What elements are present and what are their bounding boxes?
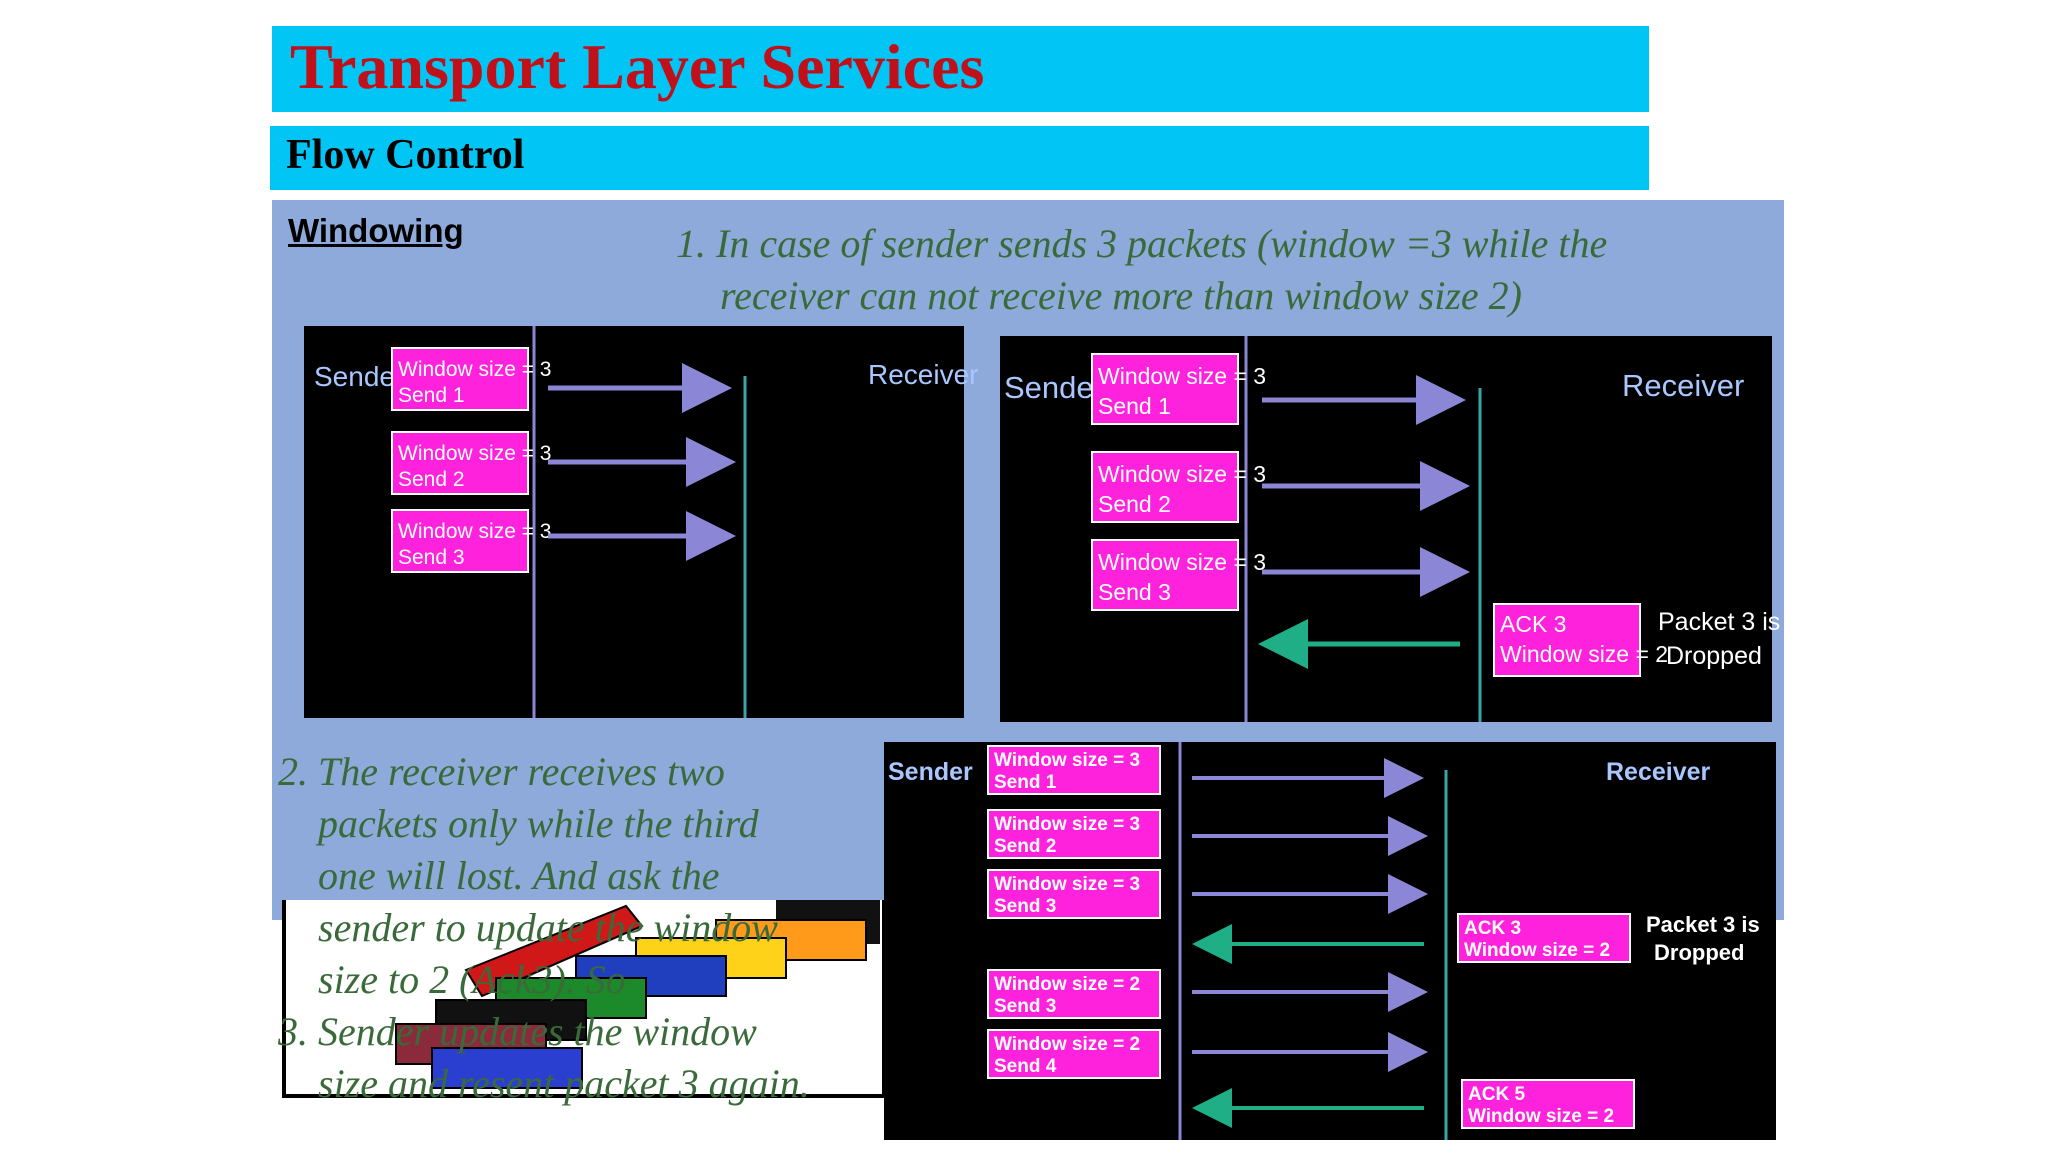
diagram-window-resend: Sender Receiver Window size = 3 Send 1 W…: [884, 742, 1776, 1140]
packet-box: Window size = 3 Send 1: [987, 745, 1161, 795]
ack-window-text: Window size = 2: [1468, 1106, 1614, 1127]
receiver-label: Receiver: [868, 359, 978, 390]
slide-subtitle: Flow Control: [286, 132, 525, 178]
packet-box: Window size = 3 Send 3: [1091, 539, 1266, 611]
packet-window-text: Window size = 3: [398, 520, 551, 543]
packet-box: Window size = 3 Send 2: [987, 809, 1161, 859]
sender-label: Sender: [888, 758, 973, 786]
point-1-text: 1. In case of sender sends 3 packets (wi…: [676, 218, 1696, 322]
diagram-2-svg: Sender Receiver Window size = 3 Send 1 W…: [1004, 336, 1780, 722]
packet-box: Window size = 3 Send 3: [391, 509, 551, 573]
staircase-svg: [395, 900, 880, 1089]
packet-window-text: Window size = 3: [1098, 363, 1266, 389]
packet-send-text: Send 3: [1098, 579, 1171, 605]
packet-window-text: Window size = 3: [398, 442, 551, 465]
dropped-note-line-2: Dropped: [1666, 642, 1762, 670]
diagram-packet-dropped: Sender Receiver Window size = 3 Send 1 W…: [1000, 336, 1780, 722]
packet-window-text: Window size = 3: [1098, 461, 1266, 487]
title-bar: Transport Layer Services: [272, 26, 1649, 112]
packet-box: Window size = 3 Send 1: [1091, 353, 1266, 425]
packet-window-text: Window size = 3: [994, 874, 1140, 895]
packet-box: Window size = 3 Send 1: [391, 347, 551, 411]
ack-box: ACK 3 Window size = 2: [1457, 913, 1631, 963]
point-3-line: size and resent packet 3 again.: [318, 1061, 810, 1106]
packet-window-text: Window size = 3: [1098, 549, 1266, 575]
packet-send-text: Send 2: [994, 836, 1056, 857]
receiver-label: Receiver: [1622, 368, 1744, 403]
packet-window-text: Window size = 3: [398, 358, 551, 381]
packet-send-text: Send 2: [398, 468, 465, 491]
packet-send-text: Send 1: [1098, 393, 1171, 419]
receiver-label: Receiver: [1606, 758, 1711, 786]
sender-label: Sender: [314, 361, 404, 392]
ack-number-text: ACK 3: [1500, 611, 1566, 637]
ack-number-text: ACK 5: [1468, 1084, 1525, 1105]
packet-send-text: Send 3: [994, 896, 1056, 917]
point-1-line-2: receiver can not receive more than windo…: [720, 273, 1522, 318]
packet-box: Window size = 3 Send 2: [391, 431, 551, 495]
point-2-line: one will lost. And ask the: [318, 853, 720, 898]
point-2-text: 2. The receiver receives two packets onl…: [278, 746, 858, 1110]
diagram-send-3-packets: Sender Receiver Window size = 3 Send 1 W…: [304, 326, 978, 718]
section-heading: Windowing: [288, 212, 464, 249]
packet-send-text: Send 1: [398, 384, 465, 407]
sender-label: Sender: [1004, 370, 1104, 405]
packet-send-text: Send 3: [994, 996, 1056, 1017]
subtitle-bar: Flow Control: [270, 126, 1649, 190]
dropped-note-line-1: Packet 3 is: [1658, 608, 1780, 636]
point-2-line: 2. The receiver receives two: [278, 749, 725, 794]
point-2-line: packets only while the third: [318, 801, 759, 846]
point-1-line-1: 1. In case of sender sends 3 packets (wi…: [676, 221, 1608, 266]
ack-number-text: ACK 3: [1464, 918, 1521, 939]
slide-title: Transport Layer Services: [290, 31, 985, 102]
packet-window-text: Window size = 2: [994, 1034, 1140, 1055]
ack-box: ACK 5 Window size = 2: [1461, 1079, 1635, 1129]
ack-box: ACK 3 Window size = 2: [1493, 603, 1668, 677]
ack-window-text: Window size = 2: [1464, 940, 1610, 961]
packet-send-text: Send 4: [994, 1056, 1057, 1077]
diagram-1-svg: Sender Receiver Window size = 3 Send 1 W…: [314, 326, 978, 718]
packet-box: Window size = 2 Send 4: [987, 1029, 1161, 1079]
packet-send-text: Send 1: [994, 772, 1057, 793]
point-2-line: size to 2 (Ack3). So: [318, 957, 626, 1002]
point-2-line: sender to update the window: [318, 905, 778, 950]
packet-send-text: Send 2: [1098, 491, 1171, 517]
packet-box: Window size = 3 Send 3: [987, 869, 1161, 919]
packet-window-text: Window size = 3: [994, 814, 1140, 835]
packet-box: Window size = 3 Send 2: [1091, 451, 1266, 523]
ack-window-text: Window size = 2: [1500, 641, 1668, 667]
packet-window-text: Window size = 3: [994, 750, 1140, 771]
staircase-blocks-image: [282, 900, 886, 1098]
packet-send-text: Send 3: [398, 546, 465, 569]
dropped-note-line-1: Packet 3 is: [1646, 912, 1760, 937]
point-3-line: 3. Sender updates the window: [278, 1009, 757, 1054]
packet-box: Window size = 2 Send 3: [987, 969, 1161, 1019]
packet-window-text: Window size = 2: [994, 974, 1140, 995]
dropped-note-line-2: Dropped: [1654, 940, 1744, 965]
diagram-3-svg: Sender Receiver Window size = 3 Send 1 W…: [888, 742, 1760, 1140]
